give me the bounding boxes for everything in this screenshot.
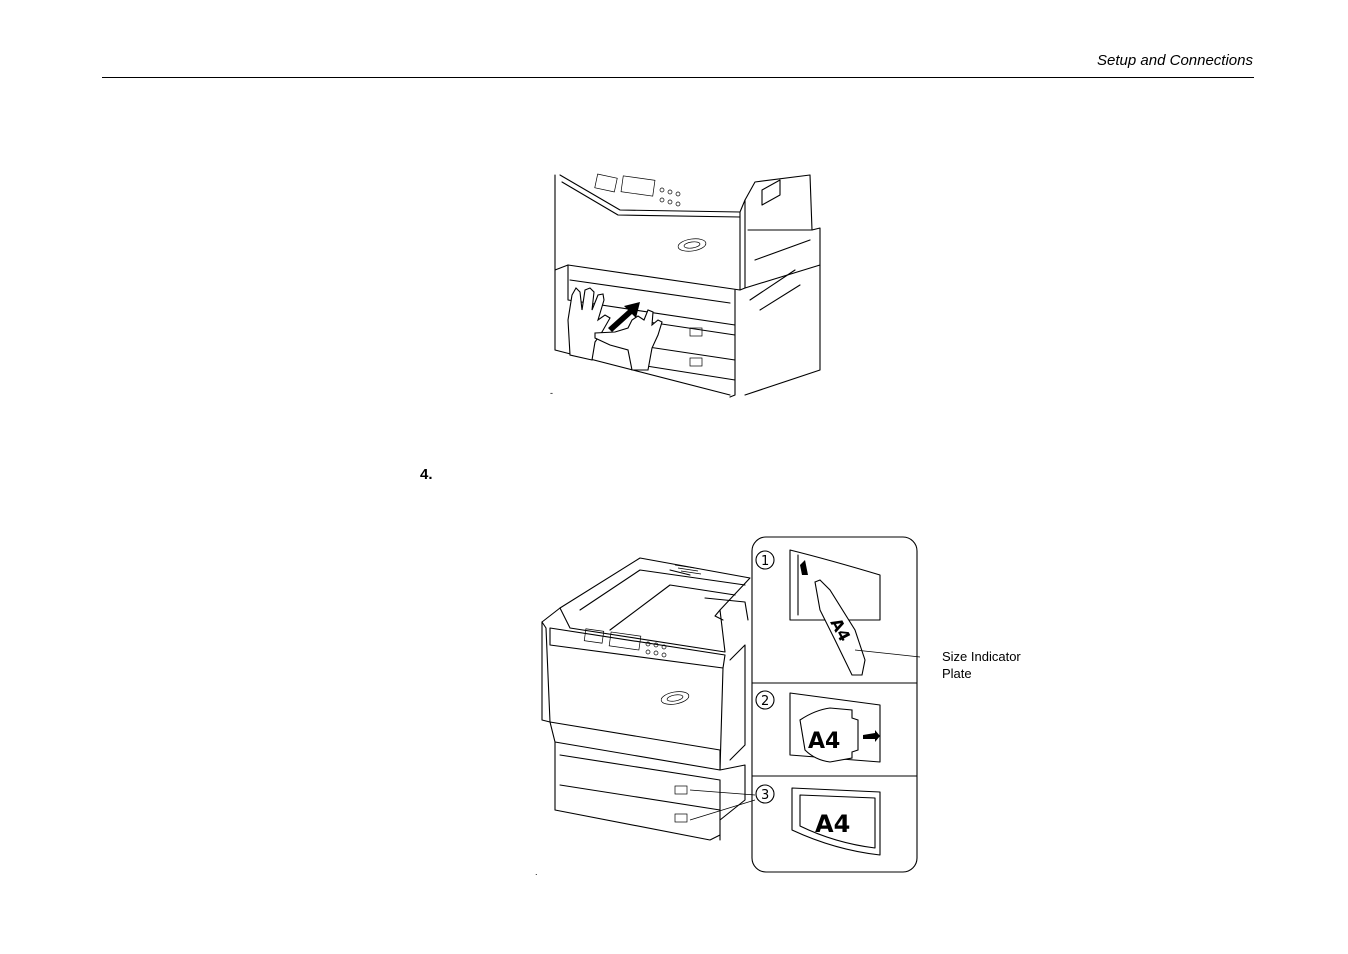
callout-line-1: Size Indicator — [942, 649, 1021, 664]
plate-text-3: A4 — [815, 810, 850, 838]
step-2-marker — [755, 690, 775, 710]
svg-text:.: . — [535, 867, 538, 877]
svg-text:-: - — [550, 388, 553, 398]
header-divider — [102, 77, 1254, 78]
step-1-marker — [755, 550, 775, 570]
callout-line-2: Plate — [942, 666, 972, 681]
size-indicator-plate-illustration: . 1 A4 2 A4 3 A4 — [535, 536, 921, 877]
size-indicator-plate-label: Size Indicator Plate — [942, 648, 1052, 682]
step-number: 4. — [420, 466, 433, 483]
svg-text:3: 3 — [761, 788, 769, 803]
printer-cassette-insert-illustration: - — [550, 173, 821, 398]
plate-text-2: A4 — [808, 729, 840, 754]
page-header-title: Setup and Connections — [1097, 52, 1253, 69]
step-3-marker — [755, 784, 775, 804]
svg-text:2: 2 — [761, 694, 769, 709]
svg-text:1: 1 — [761, 554, 769, 569]
